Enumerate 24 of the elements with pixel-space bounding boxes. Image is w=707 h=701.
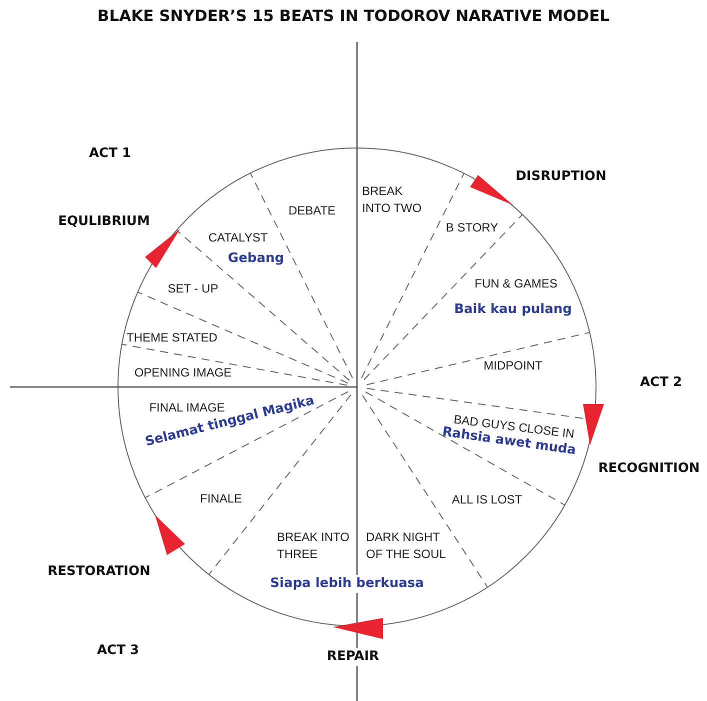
stage-label: DISRUPTION [516,168,606,186]
act-label: ACT 2 [640,374,682,392]
act-label: ACT 3 [96,642,140,660]
stage-label: RECOGNITION [598,460,700,478]
beat-label: B STORY [446,220,498,236]
stage-label: EQULIBRIUM [58,212,150,231]
diagram-title: BLAKE SNYDER’S 15 BEATS IN TODOROV NARATIVE MODEL [96,7,611,25]
story-label: Baik kau pulang [454,300,572,319]
beat-label: CATALYST [208,230,268,246]
beat-label: BREAK INTO THREE [277,529,350,563]
beat-label: MIDPOINT [484,358,542,374]
beat-label: DEBATE [288,202,336,220]
beat-label: THEME STATED [126,330,218,346]
stage-label: RESTORATION [48,562,150,581]
beat-label: FUN & GAMES [474,276,558,292]
story-label: Gebang [228,250,284,268]
beat-label: ALL IS LOST [452,492,522,508]
story-label: Siapa lebih berkuasa [268,574,426,594]
beat-label: FINALE [200,490,242,508]
beat-label: OPENING IMAGE [134,364,232,382]
beat-label: DARK NIGHT OF THE SOUL [366,529,447,563]
beat-label: BREAK INTO TWO [362,183,423,217]
act-label: ACT 1 [88,144,132,163]
beat-label: SET - UP [168,280,218,298]
